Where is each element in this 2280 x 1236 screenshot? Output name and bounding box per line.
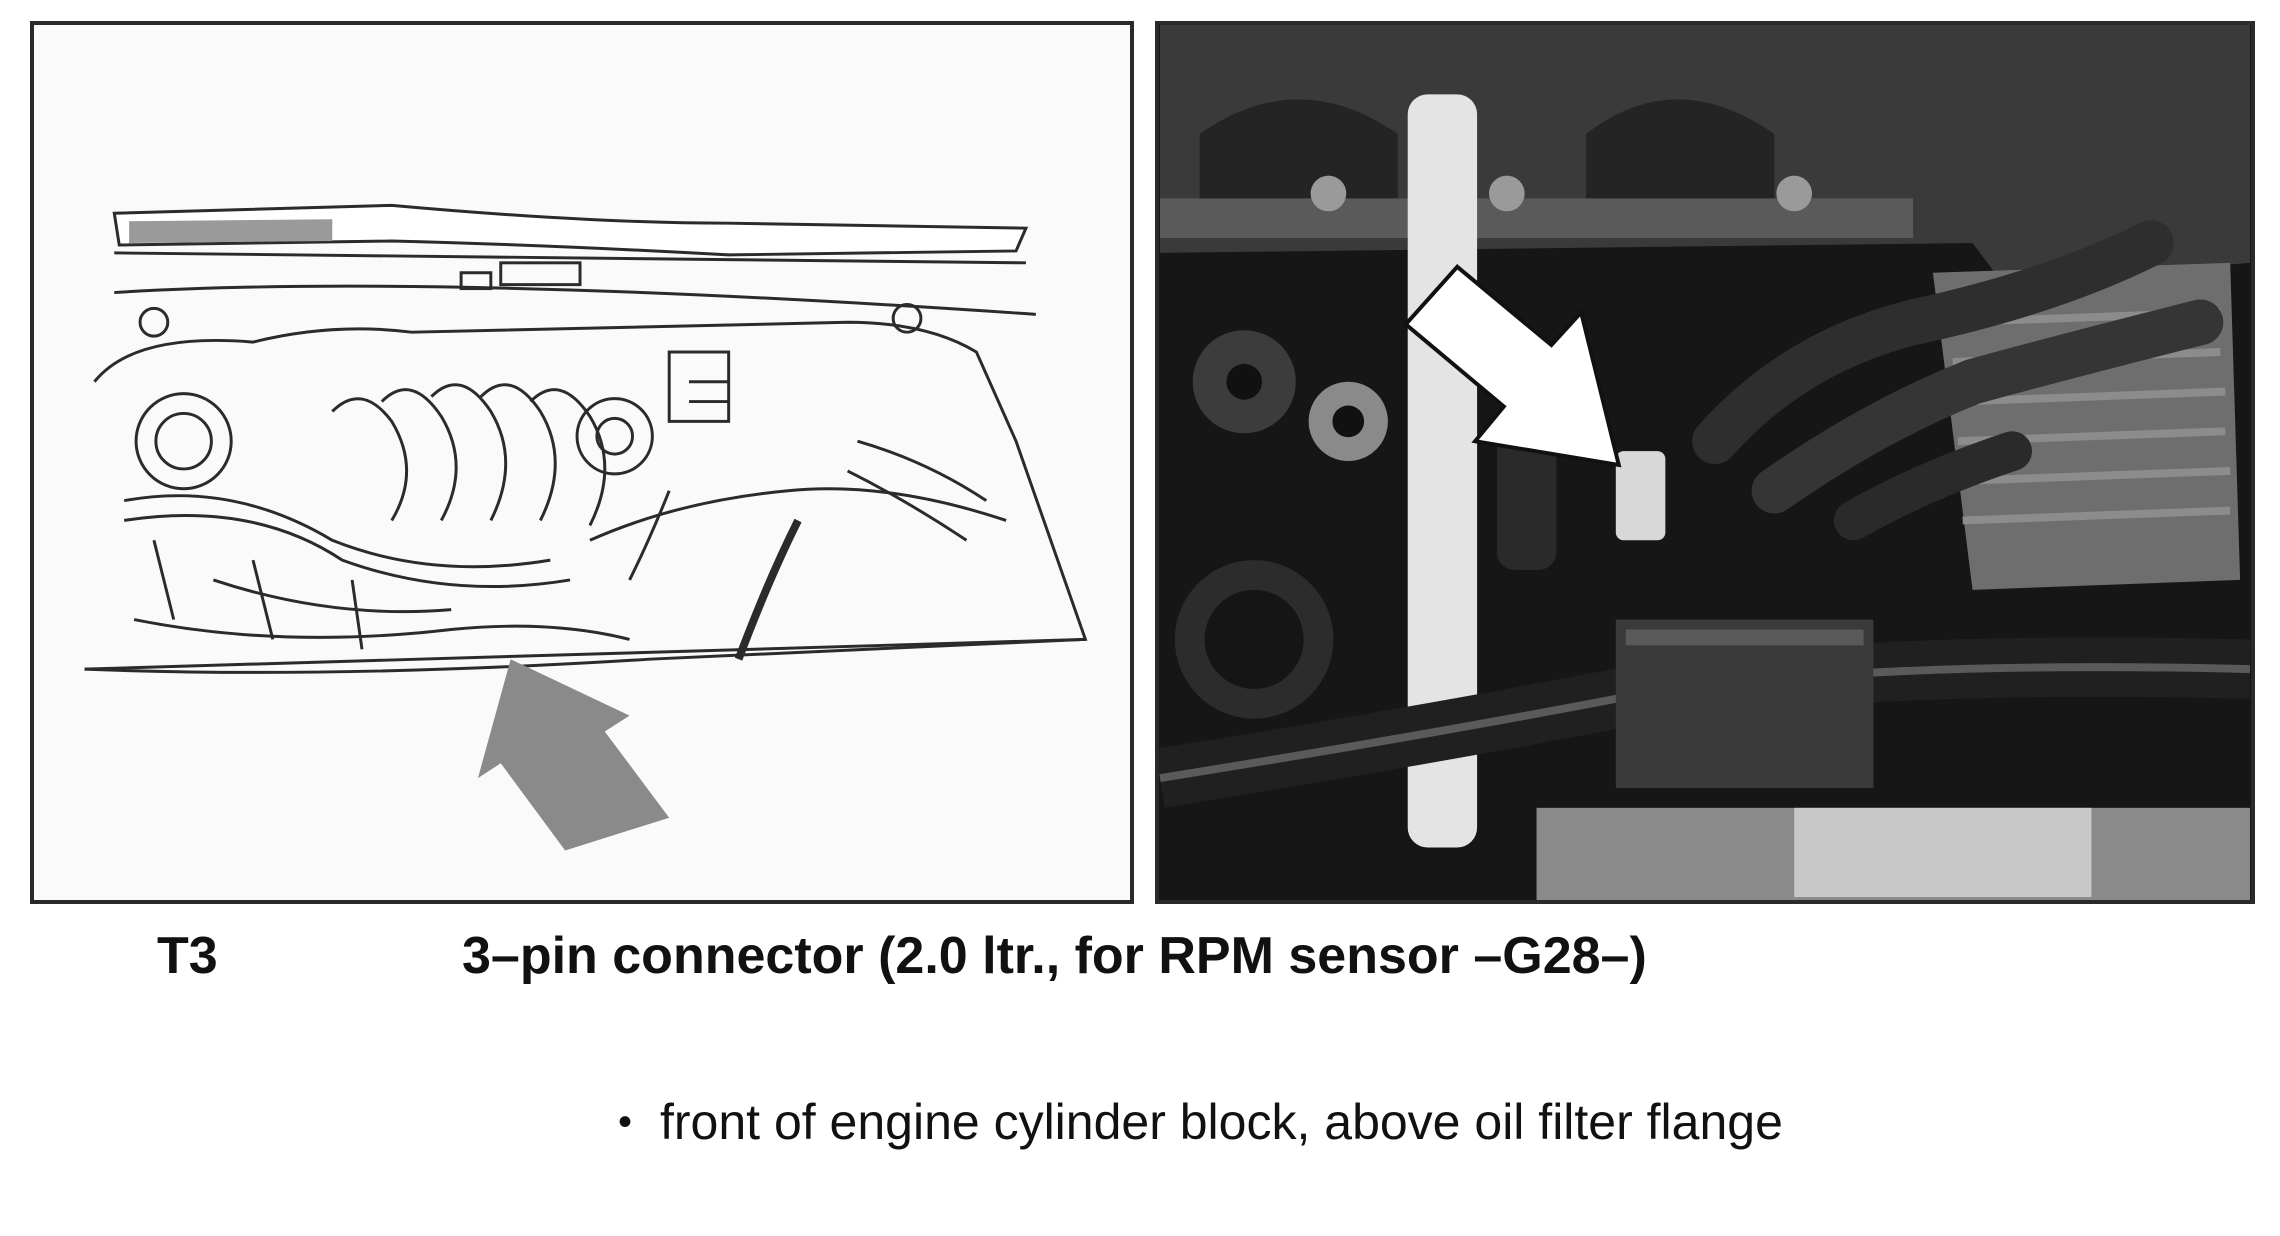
component-title: 3–pin connector (2.0 ltr., for RPM senso… [462, 927, 1647, 985]
bullet-icon: • [618, 1100, 633, 1144]
arrow-up-right-icon [477, 659, 670, 851]
list-item: • front of engine cylinder block, above … [618, 1088, 2178, 1156]
component-code: T3 [157, 927, 218, 985]
arrow-down-right-icon [1402, 264, 1622, 468]
engine-line-drawing [30, 21, 1134, 904]
engine-photo [1155, 21, 2255, 904]
location-note: front of engine cylinder block, above oi… [660, 1094, 1783, 1150]
